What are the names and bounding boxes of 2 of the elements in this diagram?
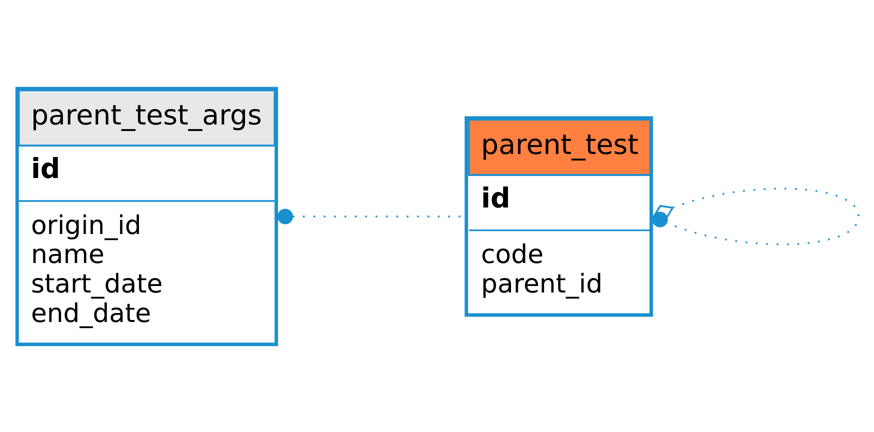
connector: [652, 187, 860, 245]
node-box: parent_test_args id origin_id name start_date end_date: [15, 86, 278, 346]
